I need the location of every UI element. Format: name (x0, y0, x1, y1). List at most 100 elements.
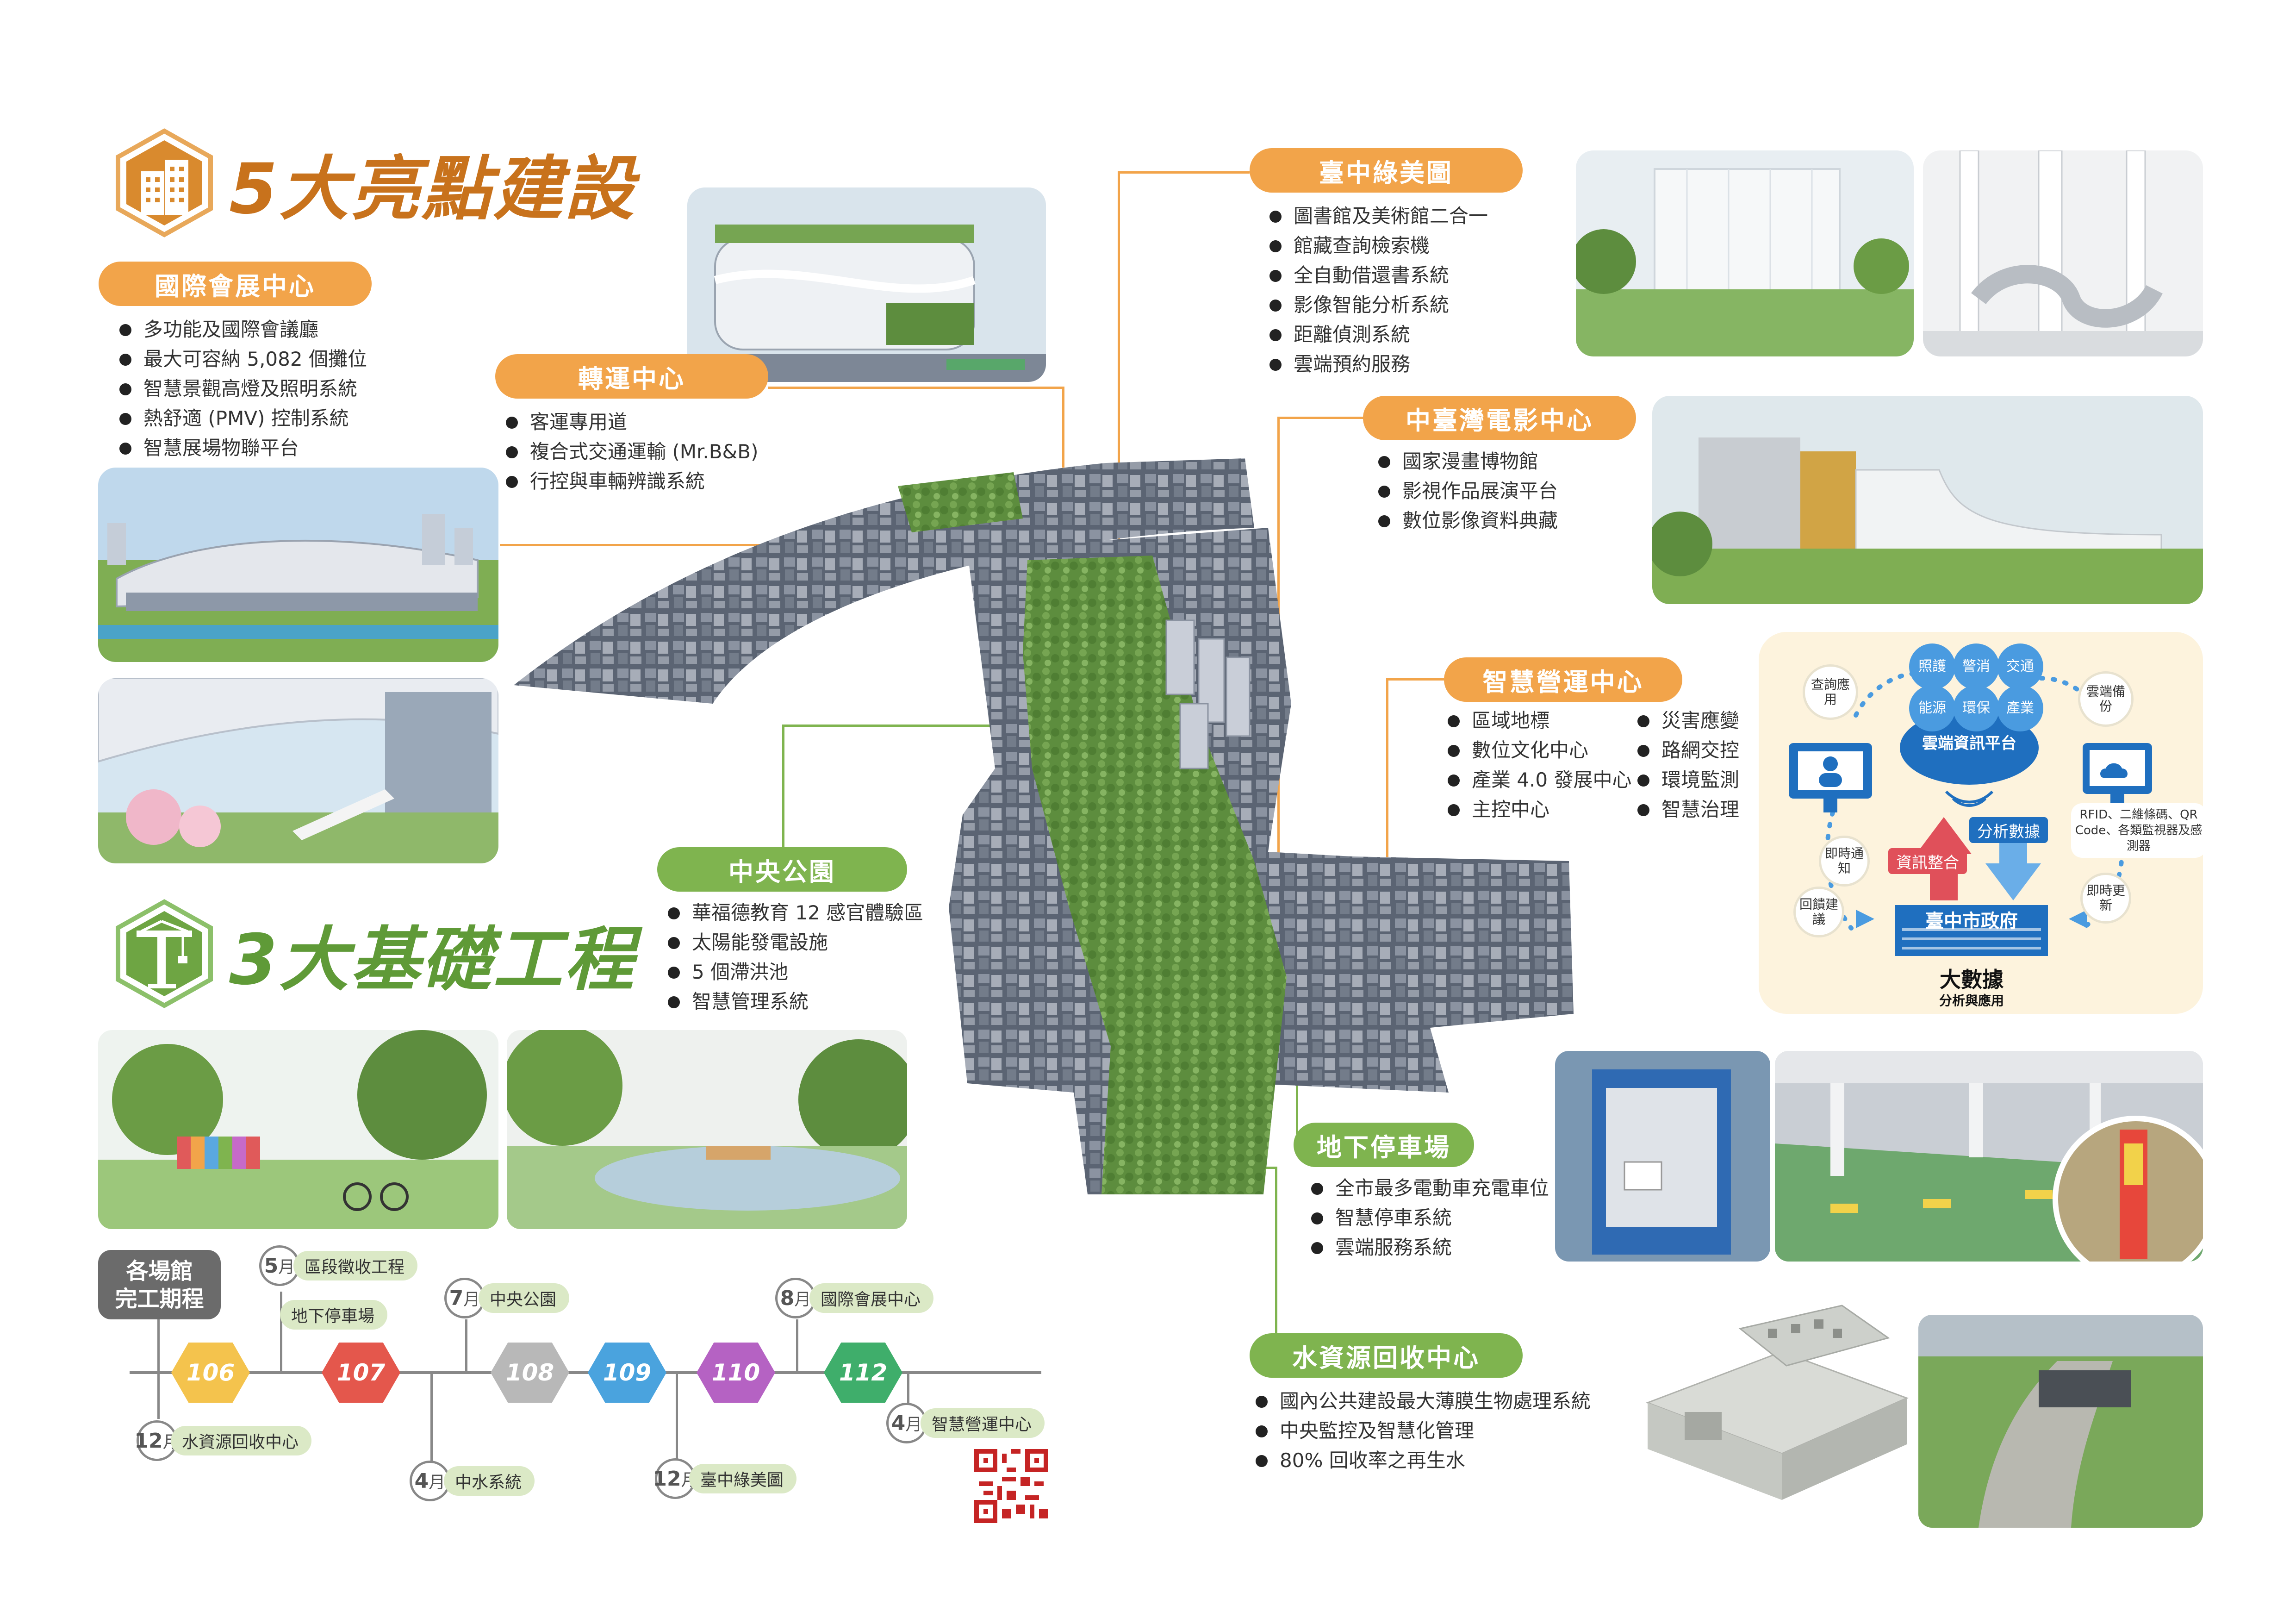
event-line (676, 1373, 678, 1470)
smartops-feature: 路網交控 (1634, 736, 1739, 765)
info-integration-label: 資訊整合 (1888, 848, 1967, 874)
greenart-feature: 距離偵測系統 (1266, 320, 1488, 350)
timeline-title: 各場館 完工期程 (98, 1250, 221, 1319)
transit-feature: 複合式交通運輸 (Mr.B&B) (502, 437, 759, 467)
highlights-title-text: 5大亮點建設 (229, 149, 636, 230)
charger-photo (1555, 1051, 1770, 1262)
central-park-features: 華福德教育 12 感官體驗區 太陽能發電設施 5 個滯洪池 智慧管理系統 (664, 898, 923, 1017)
film-center-photo (1652, 396, 2203, 604)
water-recycling-feature: 中央監控及智慧化管理 (1252, 1416, 1591, 1446)
event-line (430, 1373, 433, 1470)
parking-feature: 雲端服務系統 (1307, 1233, 1549, 1262)
greenart-feature: 圖書館及美術館二合一 (1266, 201, 1488, 231)
query-apps-tag: 查詢應用 (1805, 667, 1856, 718)
central-park-feature: 華福德教育 12 感官體驗區 (664, 898, 923, 928)
parking-features: 全市最多電動車充電車位 智慧停車系統 雲端服務系統 (1307, 1174, 1549, 1262)
connector-greenart-v (1118, 171, 1120, 556)
tag-fire: 警消 (1953, 643, 1999, 690)
convention-feature: 熱舒適 (PMV) 控制系統 (116, 404, 367, 433)
greenart-photo-exterior (1576, 150, 1914, 356)
event-line (465, 1319, 467, 1373)
transit-photo (687, 187, 1046, 382)
infrastructure-title: 3大基礎工程 (109, 898, 635, 1009)
greenart-feature: 雲端預約服務 (1266, 350, 1488, 379)
year-108: 108 (491, 1343, 569, 1403)
timeline-axis (130, 1371, 1041, 1374)
parking-label: 地下停車場 (1294, 1123, 1474, 1167)
convention-feature: 智慧景觀高燈及照明系統 (116, 374, 367, 404)
smartops-feature: 環境監測 (1634, 765, 1739, 795)
big-data-label: 大數據 (1940, 967, 2004, 992)
transit-features: 客運專用道 複合式交通運輸 (Mr.B&B) 行控與車輛辨識系統 (502, 407, 759, 496)
convention-label: 國際會展中心 (99, 262, 372, 306)
city-government-label: 臺中市政府 (1925, 911, 2018, 932)
water-plant-model (1645, 1305, 1909, 1500)
transit-feature: 行控與車輛辨識系統 (502, 467, 759, 496)
cloud-diagram-arrows (1789, 671, 2152, 956)
event-label: 區段徵收工程 (293, 1251, 418, 1280)
greenart-feature: 全自動借還書系統 (1266, 261, 1488, 290)
park-photo-playground (98, 1030, 498, 1229)
smartops-features-2: 災害應變 路網交控 環境監測 智慧治理 (1634, 706, 1739, 824)
event-water-recycling: 12月 水資源回收中心 (134, 1420, 312, 1461)
park-photo-pond (507, 1030, 907, 1229)
event-green-art: 12月 臺中綠美圖 (653, 1458, 797, 1499)
data-analysis-label: 分析數據 (1969, 817, 2048, 843)
connector-film-h (1277, 417, 1370, 419)
qr-code-icon[interactable] (974, 1449, 1048, 1523)
film-features: 國家漫畫博物館 影視作品展演平台 數位影像資料典藏 (1375, 447, 1558, 536)
event-label: 臺中綠美圖 (689, 1464, 797, 1493)
connector-park-v (782, 725, 784, 852)
connector-greenart-h (1118, 171, 1250, 174)
event-label: 智慧營運中心 (921, 1408, 1045, 1438)
central-park-label: 中央公園 (657, 847, 907, 892)
park-aerial-map (514, 458, 1574, 1194)
tag-environment: 環保 (1953, 685, 1999, 731)
film-feature: 數位影像資料典藏 (1375, 506, 1558, 536)
event-underground-parking: 地下停車場 (280, 1300, 388, 1330)
instant-update-tag: 即時更新 (2083, 875, 2129, 921)
greenart-feature: 影像智能分析系統 (1266, 290, 1488, 320)
rfid-sensors-label: RFID、二維條碼、QR Code、各類監視器及感測器 (2071, 803, 2206, 858)
greenart-label: 臺中綠美圖 (1250, 148, 1523, 193)
feedback-tag: 回饋建議 (1796, 889, 1842, 935)
convention-feature: 智慧展場物聯平台 (116, 433, 367, 463)
connector-park-h (782, 725, 1048, 727)
big-data-sub-label: 分析與應用 (1939, 993, 2004, 1008)
convention-feature: 最大可容納 5,082 個攤位 (116, 344, 367, 374)
event-line (280, 1292, 282, 1373)
smartops-features-1: 區域地標 數位文化中心 產業 4.0 發展中心 主控中心 (1444, 706, 1632, 824)
central-park-feature: 智慧管理系統 (664, 987, 923, 1017)
central-park-feature: 5 個滯洪池 (664, 957, 923, 987)
instant-notice-tag: 即時通知 (1821, 838, 1867, 884)
greenart-features: 圖書館及美術館二合一 館藏查詢檢索機 全自動借還書系統 影像智能分析系統 距離偵… (1266, 201, 1488, 379)
year-106: 106 (171, 1343, 250, 1403)
event-line (157, 1373, 160, 1419)
year-112: 112 (824, 1343, 902, 1403)
highlights-title: 5大亮點建設 (109, 127, 635, 238)
convention-photo-exterior (98, 468, 498, 662)
water-recycling-feature: 80% 回收率之再生水 (1252, 1446, 1591, 1475)
greenart-feature: 館藏查詢檢索機 (1266, 231, 1488, 261)
connector-ops-h (1386, 678, 1444, 681)
event-label: 中水系統 (444, 1466, 535, 1496)
convention-feature: 多功能及國際會議廳 (116, 315, 367, 344)
cloud-platform-name: 雲端資訊平台 (1922, 734, 2016, 753)
event-line (907, 1373, 909, 1414)
year-109: 109 (588, 1343, 666, 1403)
connector-transit-h (768, 387, 1064, 389)
building-icon (116, 128, 213, 237)
transit-feature: 客運專用道 (502, 407, 759, 437)
tag-care: 照護 (1909, 643, 1955, 690)
smartops-feature: 數位文化中心 (1444, 736, 1632, 765)
convention-photo-canopy (98, 678, 498, 863)
cloud-backup-tag: 雲端備份 (2080, 674, 2131, 725)
film-feature: 國家漫畫博物館 (1375, 447, 1558, 476)
smartops-feature: 產業 4.0 發展中心 (1444, 765, 1632, 795)
event-label: 水資源回收中心 (171, 1426, 312, 1455)
